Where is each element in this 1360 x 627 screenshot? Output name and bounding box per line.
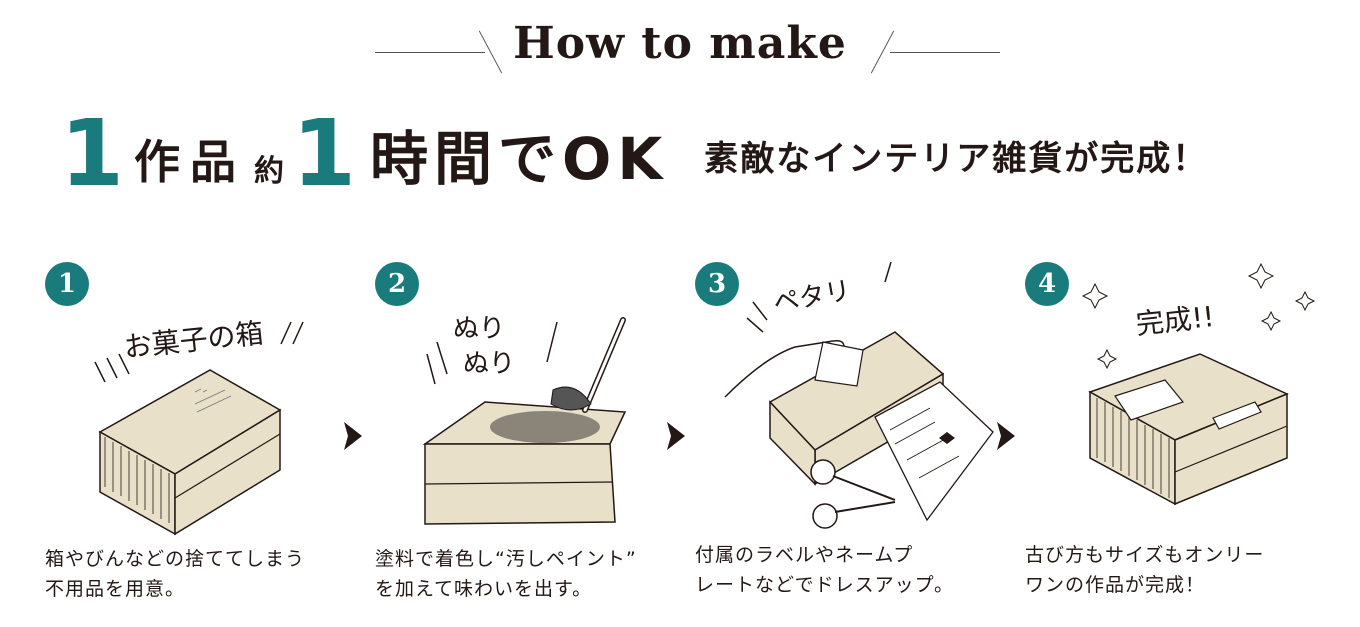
step-4-illustration: 完成!! <box>1081 262 1316 506</box>
step-3-illustration: ペタリ <box>724 262 994 529</box>
headline: 1 作品 約 1 時間でOK 素敵なインテリア雑貨が完成！ <box>60 100 1208 200</box>
step-1-caption-line-2: 不用品を用意。 <box>45 578 186 600</box>
step-1-handwriting: お菓子の箱 <box>122 317 265 364</box>
arrow-3-icon <box>997 422 1015 450</box>
step-1-illustration: お菓子の箱 <box>94 317 304 536</box>
step-1-caption-line-1: 箱やびんなどの捨ててしまう <box>45 548 306 570</box>
headline-approx: 約 <box>254 154 285 189</box>
title-rule-right <box>890 52 1000 53</box>
step-2-badge: 2 <box>375 262 419 306</box>
step-3-handwriting: ペタリ <box>771 276 853 319</box>
step-2-caption: 塗料で着色し“汚しペイント” を加えて味わいを出す。 <box>375 544 695 604</box>
step-4-handwriting: 完成!! <box>1134 300 1215 341</box>
step-1-caption: 箱やびんなどの捨ててしまう 不用品を用意。 <box>45 544 365 604</box>
step-2-handwriting-2: ぬり <box>463 349 515 379</box>
step-3-badge: 3 <box>695 262 739 306</box>
header: How to make <box>0 0 1360 100</box>
arrow-1-icon <box>344 422 362 450</box>
headline-one-work: 1 <box>60 100 125 207</box>
title-rule-left <box>375 52 485 53</box>
step-4-badge: 4 <box>1025 262 1069 306</box>
step-3-caption: 付属のラベルやネームプ レートなどでドレスアップ。 <box>695 540 1015 600</box>
step-2-illustration: ぬり ぬり <box>422 314 627 525</box>
step-2-caption-line-1: 塗料で着色し“汚しペイント” <box>375 548 637 570</box>
step-1: お菓子の箱 1 箱やびんなどの捨ててしまう 不用品を用意。 <box>45 262 365 622</box>
step-4-caption: 古び方もサイズもオンリー ワンの作品が完成！ <box>1025 540 1345 600</box>
step-2: ぬり ぬり 2 塗料で着色し“汚しペイント” を加えて味わいを出す。 <box>375 262 695 622</box>
step-4-caption-line-1: 古び方もサイズもオンリー <box>1025 544 1265 566</box>
step-1-badge: 1 <box>45 262 89 306</box>
headline-tagline: 素敵なインテリア雑貨が完成！ <box>704 139 1209 179</box>
step-4-caption-line-2: ワンの作品が完成！ <box>1025 574 1206 596</box>
step-2-handwriting-1: ぬり <box>453 314 505 344</box>
step-2-caption-line-2: を加えて味わいを出す。 <box>375 578 593 600</box>
step-4: 完成!! 4 古び方もサイズもオンリー ワンの作品が完成！ <box>1025 262 1345 622</box>
page-title: How to make <box>513 18 847 69</box>
arrow-2-icon <box>667 422 685 450</box>
headline-one-hour: 1 <box>292 100 357 207</box>
headline-work: 作品 <box>134 135 247 189</box>
headline-time-ok: 時間でOK <box>370 125 669 193</box>
step-3-caption-line-1: 付属のラベルやネームプ <box>695 544 914 566</box>
step-3: ペタリ 3 付属のラベルやネームプ レートなどでドレスアップ。 <box>695 262 1015 622</box>
step-3-caption-line-2: レートなどでドレスアップ。 <box>695 574 955 596</box>
